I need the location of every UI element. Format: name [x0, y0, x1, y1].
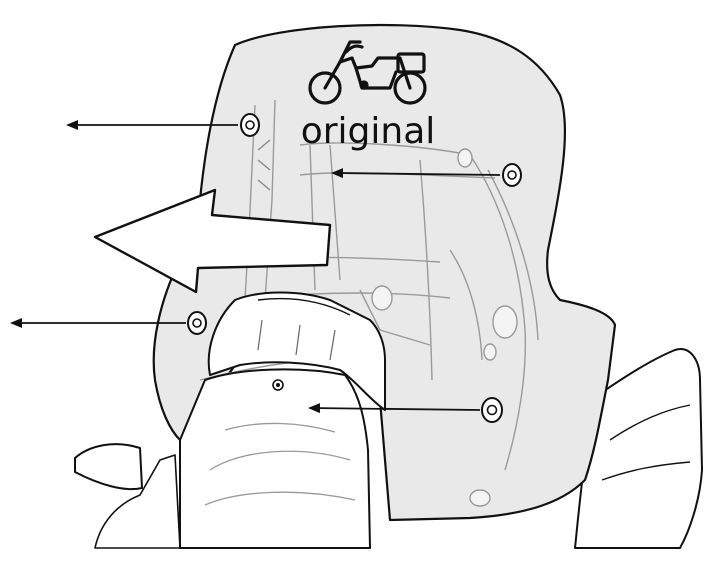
screw-bottom-right: [481, 397, 503, 423]
motorcycle-luggage-icon: [308, 40, 427, 105]
logo-text: original: [301, 111, 436, 152]
screw-top-left: [240, 113, 260, 137]
arrow-bottom-right: [308, 403, 481, 414]
instrument-cowl: [179, 291, 386, 549]
arrow-top-right: [331, 168, 501, 179]
pull-direction-arrow: [93, 188, 332, 294]
bike-body: [74, 348, 703, 549]
removal-arrows: [10, 120, 501, 414]
screw-top-right: [502, 163, 522, 187]
screw-bottom-left: [187, 311, 207, 335]
